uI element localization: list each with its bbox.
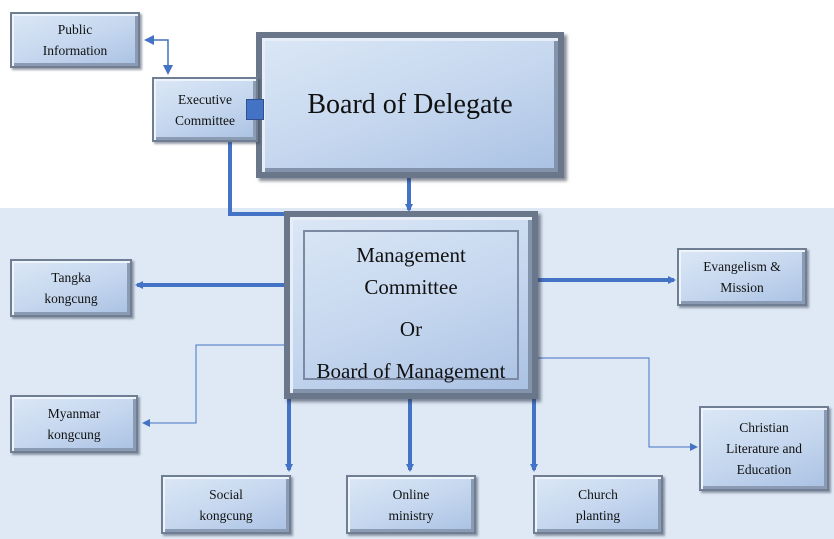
management-line-3: Or [399, 317, 423, 341]
christian-line-1: Christian [739, 420, 789, 435]
evangelism-mission-box: Evangelism & Mission [677, 248, 807, 306]
management-line-4: Board of Management [316, 359, 506, 383]
board-of-delegate-label: Board of Delegate [307, 89, 513, 120]
public-information-line-1: Public [57, 22, 93, 37]
evangelism-line-2: Mission [720, 280, 764, 295]
public-exec-link [144, 35, 173, 75]
social-kongcung-box: Social kongcung [161, 475, 291, 534]
public-information-box: Public Information [10, 12, 140, 68]
management-line-1: Management [356, 243, 466, 267]
evangelism-line-1: Evangelism & [703, 259, 781, 274]
to-christian-connector [537, 357, 698, 451]
executive-committee-line-1: Executive [178, 91, 232, 107]
social-line-1: Social [209, 486, 243, 502]
christian-line-2: Literature and [725, 441, 803, 456]
public-information-line-2: Information [42, 43, 108, 58]
church-line-2: planting [575, 507, 621, 523]
management-committee-box: Management Committee Or Board of Managem… [284, 211, 538, 399]
myanmar-line-1: Myanmar [47, 406, 101, 421]
christian-literature-box: Christian Literature and Education [699, 406, 829, 491]
myanmar-line-2: kongcung [47, 427, 101, 442]
online-line-2: ministry [388, 507, 434, 523]
church-line-1: Church [578, 486, 618, 502]
board-of-delegate-box: Board of Delegate [256, 32, 564, 178]
online-ministry-box: Online ministry [346, 475, 476, 534]
church-planting-box: Church planting [533, 475, 663, 534]
christian-line-3: Education [736, 462, 792, 477]
exec-to-management-link [228, 142, 293, 216]
myanmar-kongcung-box: Myanmar kongcung [10, 395, 138, 453]
tangka-kongcung-box: Tangka kongcung [10, 259, 132, 317]
online-line-1: Online [392, 486, 430, 502]
social-line-2: kongcung [199, 507, 253, 523]
executive-committee-box: Executive Committee [152, 77, 258, 142]
tangka-line-1: Tangka [51, 270, 91, 285]
to-myanmar-connector [142, 344, 287, 427]
management-line-2: Committee [364, 275, 458, 299]
executive-committee-line-2: Committee [175, 112, 235, 128]
tangka-line-2: kongcung [44, 291, 98, 306]
executive-board-connector [246, 99, 264, 120]
